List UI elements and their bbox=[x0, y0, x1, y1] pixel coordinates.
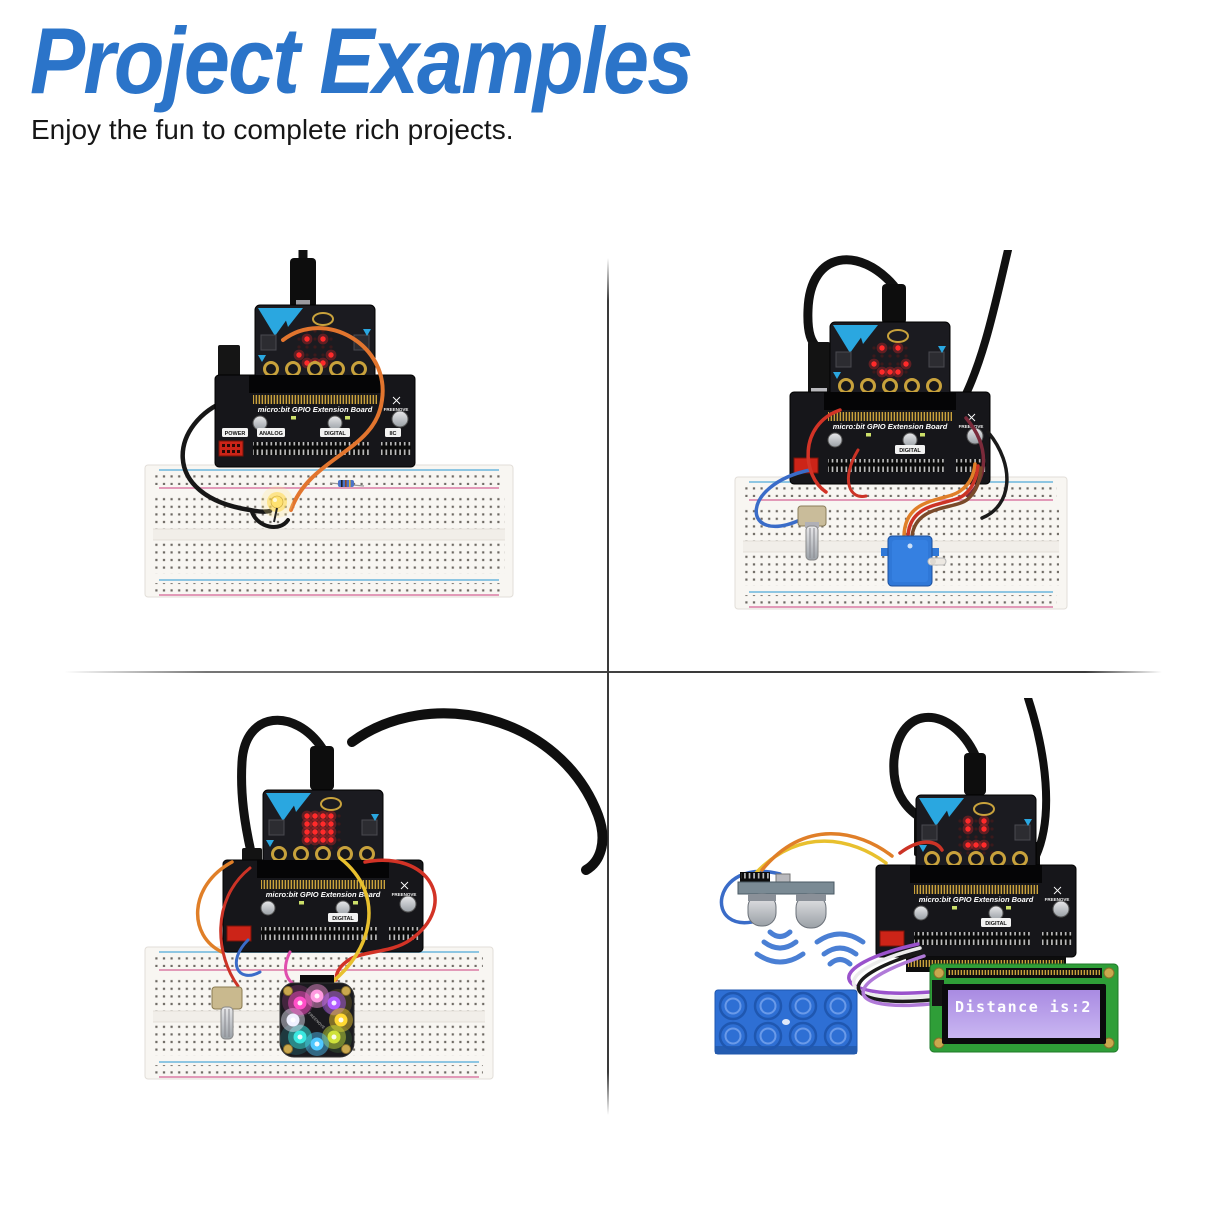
extension-board-label: micro:bit GPIO Extension Board bbox=[833, 422, 948, 431]
microbit-board bbox=[262, 789, 384, 869]
extension-board: micro:bit GPIO Extension Board FREENOVE … bbox=[793, 392, 986, 474]
section-label-digital: DIGITAL bbox=[328, 913, 358, 922]
jumper-wire-black-short bbox=[250, 510, 290, 529]
microbit-board bbox=[829, 321, 951, 401]
led-matrix bbox=[301, 810, 341, 850]
microbit-oval-logo-icon bbox=[312, 312, 334, 326]
svg-text:DIGITAL: DIGITAL bbox=[324, 431, 346, 437]
section-label-analog: ANALOG bbox=[257, 428, 285, 437]
microbit-board bbox=[915, 794, 1037, 874]
microbit-assembly: micro:bit GPIO Extension Board FREENOVE … bbox=[222, 789, 424, 953]
lcd-wire-bundle bbox=[847, 942, 932, 1008]
usb-cable-long bbox=[347, 708, 608, 875]
jumper-wire-black bbox=[980, 430, 1009, 520]
extension-board-label: micro:bit GPIO Extension Board bbox=[266, 890, 381, 899]
button-a bbox=[260, 334, 277, 351]
power-header-red bbox=[218, 440, 244, 457]
svg-text:ANALOG: ANALOG bbox=[259, 431, 283, 437]
extension-board: micro:bit GPIO Extension Board FREENOVE … bbox=[218, 375, 411, 457]
jumper-wire-black bbox=[180, 397, 273, 514]
section-label-digital: DIGITAL bbox=[981, 918, 1011, 927]
sound-waves-icon-right bbox=[814, 931, 866, 967]
section-label-power: POWER bbox=[222, 428, 248, 437]
button-a bbox=[921, 824, 938, 841]
led-yellow bbox=[261, 486, 293, 523]
microbit-assembly: micro:bit GPIO Extension Board FREENOVE … bbox=[214, 304, 416, 468]
photo-rgb-led-ring-project: micro:bit GPIO Extension Board FREENOVE … bbox=[144, 708, 608, 1080]
jumper-wire-red2 bbox=[847, 448, 868, 498]
button-b bbox=[361, 819, 378, 836]
svg-text:DIGITAL: DIGITAL bbox=[985, 921, 1007, 927]
servo-horn bbox=[927, 557, 947, 566]
brand-label: FREENOVE bbox=[384, 407, 409, 412]
extension-board-label: micro:bit GPIO Extension Board bbox=[258, 405, 373, 414]
lcd-text: Distance is:2 bbox=[955, 998, 1092, 1016]
lcd-screen bbox=[948, 990, 1100, 1038]
microbit-board bbox=[254, 304, 376, 384]
button-a bbox=[835, 351, 852, 368]
servo-cable bbox=[902, 462, 983, 538]
led-matrix bbox=[868, 342, 912, 382]
button-a bbox=[268, 819, 285, 836]
microbit-assembly: micro:bit GPIO Extension Board FREENOVE … bbox=[789, 321, 991, 485]
led-matrix bbox=[958, 815, 994, 855]
usb-a-plug bbox=[808, 342, 830, 394]
extension-board: micro:bit GPIO Extension Board FREENOVE … bbox=[226, 860, 419, 942]
quadrant-divider-vertical bbox=[607, 258, 609, 1115]
breadboard bbox=[144, 464, 514, 598]
sound-waves-icon-left bbox=[754, 929, 806, 965]
photo-ultrasonic-lcd-project: micro:bit GPIO Extension Board FREENOVE … bbox=[714, 698, 1119, 1055]
quadrant-divider-horizontal bbox=[64, 671, 1162, 673]
jumper-wire-blue bbox=[754, 468, 812, 528]
usb-cable bbox=[290, 250, 316, 308]
extension-board-label: micro:bit GPIO Extension Board bbox=[919, 895, 1034, 904]
potentiometer bbox=[797, 505, 827, 561]
ring-leds bbox=[281, 984, 353, 1056]
jumper-wires bbox=[719, 832, 944, 925]
page-subtitle: Enjoy the fun to complete rich projects. bbox=[31, 114, 514, 145]
page-title: Project Examples bbox=[30, 8, 693, 113]
svg-text:FREENOVE: FREENOVE bbox=[392, 892, 417, 897]
button-b bbox=[928, 351, 945, 368]
svg-text:DIGITAL: DIGITAL bbox=[899, 448, 921, 454]
rgb-led-ring: FREENOVE bbox=[279, 975, 355, 1058]
section-label-iic: IIC bbox=[385, 428, 401, 437]
servo bbox=[881, 535, 947, 587]
lcd-display: Distance is:2 bbox=[929, 963, 1119, 1053]
button-b bbox=[1014, 824, 1031, 841]
svg-text:POWER: POWER bbox=[225, 431, 246, 437]
lcd-connector bbox=[932, 980, 944, 1006]
edge-connector-pads bbox=[263, 361, 367, 377]
section-label-digital: DIGITAL bbox=[320, 428, 350, 437]
potentiometer bbox=[211, 986, 243, 1040]
svg-text:IIC: IIC bbox=[389, 431, 396, 437]
svg-text:FREENOVE: FREENOVE bbox=[1045, 897, 1070, 902]
section-label-digital: DIGITAL bbox=[895, 445, 925, 454]
jumper-wire-red bbox=[806, 408, 842, 494]
jumper-wires bbox=[196, 856, 437, 990]
ultrasonic-sensor bbox=[737, 872, 835, 929]
jumper-wire-orange bbox=[281, 326, 385, 512]
photo-servo-potentiometer-project: micro:bit GPIO Extension Board FREENOVE … bbox=[734, 250, 1068, 610]
photo-led-breadboard-project: micro:bit GPIO Extension Board FREENOVE … bbox=[144, 250, 514, 598]
brand-logo-icon bbox=[392, 396, 401, 405]
resistor bbox=[329, 480, 365, 487]
svg-text:DIGITAL: DIGITAL bbox=[332, 916, 354, 922]
lego-brick bbox=[714, 989, 858, 1055]
